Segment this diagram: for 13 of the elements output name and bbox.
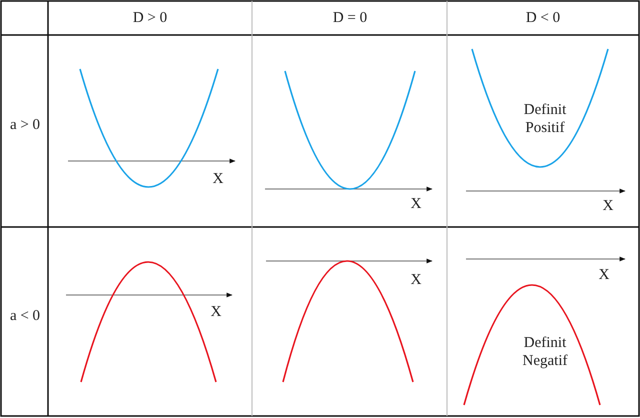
column-header: D > 0 bbox=[132, 9, 168, 27]
row-header: a < 0 bbox=[10, 307, 40, 325]
axis-label: X bbox=[410, 195, 422, 213]
axis-label: X bbox=[598, 266, 610, 284]
region-label: Definit Negatif bbox=[522, 334, 568, 370]
axis-label: X bbox=[410, 271, 422, 289]
column-header: D < 0 bbox=[526, 9, 560, 27]
axis-label: X bbox=[212, 170, 224, 188]
region-label: Definit Positif bbox=[522, 101, 568, 137]
row-header: a > 0 bbox=[10, 116, 40, 134]
axis-label: X bbox=[210, 303, 222, 321]
column-header: D = 0 bbox=[332, 9, 368, 27]
axis-label: X bbox=[602, 197, 614, 215]
